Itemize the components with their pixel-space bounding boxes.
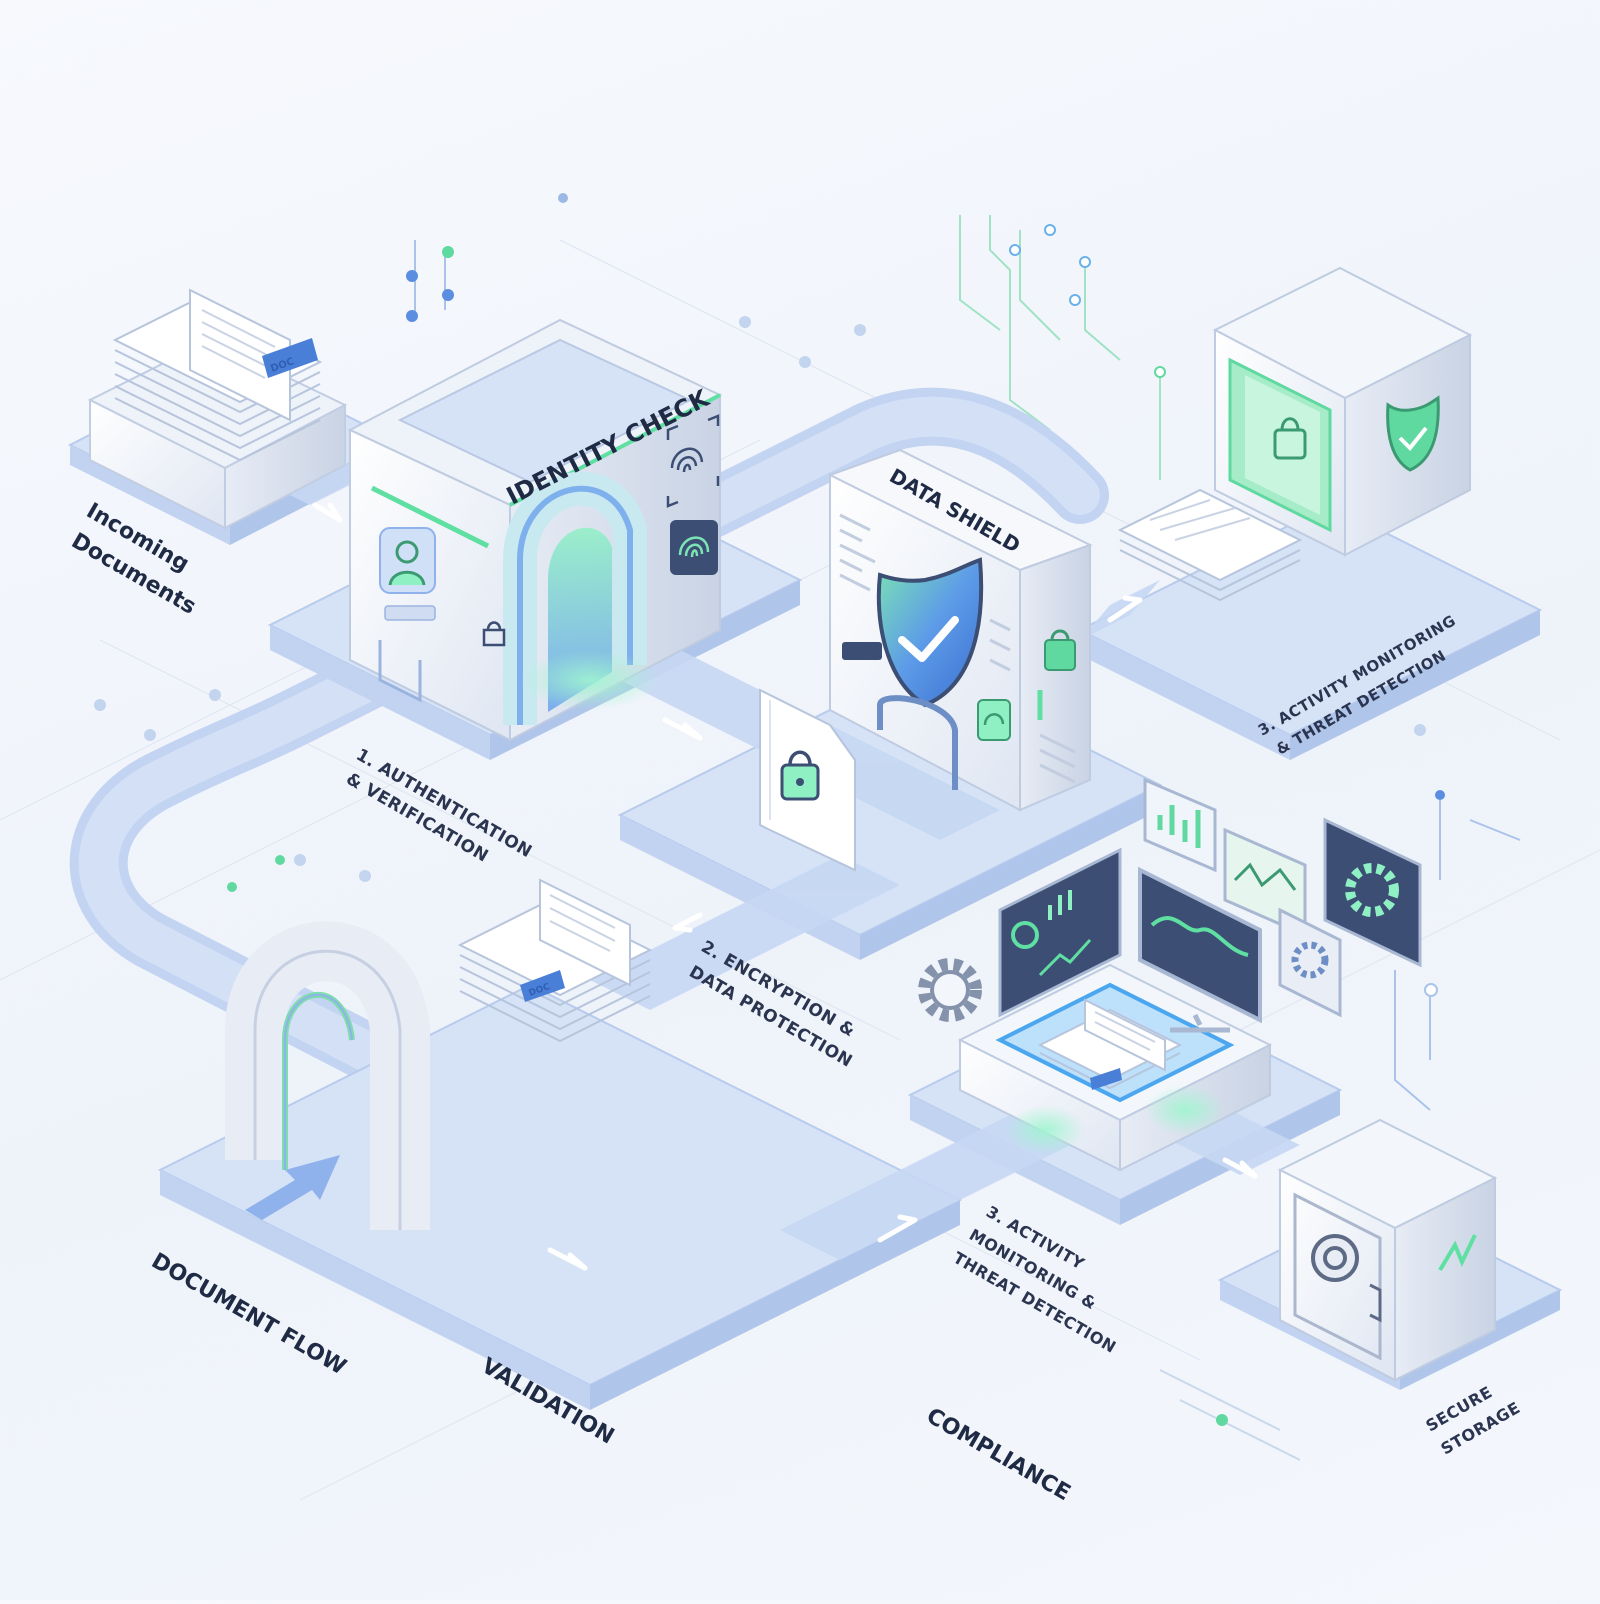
decorative-dots xyxy=(94,316,1426,892)
platform-validation xyxy=(157,983,963,1410)
document-stack-middle: DOC xyxy=(457,878,653,1043)
vault-top xyxy=(1117,266,1473,602)
incoming-documents-stack: DOC xyxy=(87,288,348,530)
user-icon xyxy=(379,527,436,594)
circuit-traces-top xyxy=(959,215,1166,480)
gear-icon xyxy=(1323,817,1422,968)
gear-icon xyxy=(918,958,982,1022)
padlock-icon xyxy=(1273,417,1307,460)
validation-archway xyxy=(225,921,430,1230)
flow-arrows xyxy=(312,502,1258,1271)
fingerprint-lock-icon xyxy=(977,699,1011,741)
vault-dial-icon xyxy=(1311,1234,1359,1282)
locked-document xyxy=(759,688,856,872)
circuit-traces-right xyxy=(1159,790,1521,1461)
shield-check-icon xyxy=(876,557,984,708)
fingerprint-icon xyxy=(666,414,720,508)
arrow-icon xyxy=(662,717,703,741)
small-padlock-icon xyxy=(482,621,506,647)
arrow-icon xyxy=(547,1247,588,1271)
identity-check-machine: IDENTITY CHECK xyxy=(347,318,723,742)
chart-icon xyxy=(1143,777,1217,873)
data-text-lines xyxy=(839,513,1011,672)
document-stack-icon xyxy=(1037,998,1183,1090)
padlock-icon xyxy=(1044,629,1076,671)
arrow-icon xyxy=(672,912,703,933)
circuit-traces-top-left xyxy=(406,193,568,322)
arrow-icon xyxy=(1222,1157,1258,1179)
secure-storage-safe xyxy=(1277,1118,1498,1382)
arrow-icon xyxy=(312,502,343,523)
dashboard-monitor xyxy=(998,847,1122,1018)
data-shield-machine: DATA SHIELD xyxy=(827,448,1093,812)
fingerprint-scanner-icon xyxy=(670,520,718,575)
shield-check-icon xyxy=(1386,395,1440,472)
padlock-icon xyxy=(780,750,820,801)
compliance-label: COMPLIANCE xyxy=(922,1404,1075,1506)
document-flow-path xyxy=(69,387,1109,1129)
arrow-icon xyxy=(1107,595,1143,623)
big-arrow-icon xyxy=(245,1155,340,1220)
document-stack-icon xyxy=(1117,488,1303,602)
doc-tag: DOC xyxy=(262,338,318,378)
monitoring-station xyxy=(918,777,1422,1172)
chart-monitor xyxy=(1138,866,1262,1033)
arrow-icon xyxy=(877,1214,918,1243)
gear-icon xyxy=(1278,907,1342,1018)
